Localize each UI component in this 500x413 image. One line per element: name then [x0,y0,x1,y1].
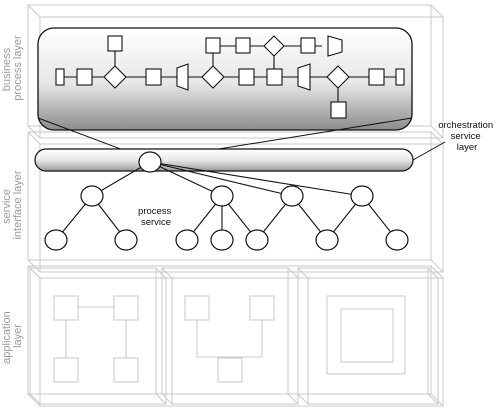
process-step-box [235,37,251,54]
process-io-trapezoid [297,63,311,91]
app-component-box [184,295,210,321]
application-box-2 [161,267,299,405]
application-layer-box [27,265,444,407]
orchestration-callout-line [412,141,446,161]
service-node [80,185,104,207]
app-component-box [249,295,275,321]
process-service-label: process service [138,206,174,228]
process-step-box [145,68,162,86]
process-decision-diamond [263,35,285,57]
process-step-box [107,35,123,52]
app-component-outer [326,295,406,375]
application-box-1-contents [53,295,139,383]
app-component-box [217,357,243,383]
process-io-trapezoid [327,35,343,57]
application-layer-label: application layer [1,308,24,364]
app-component-box [113,357,139,383]
service-node [44,229,68,251]
service-node [385,229,409,251]
process-step-box [205,37,221,54]
service-node [245,229,269,251]
layer-boxes [27,4,444,407]
process-step-box [368,68,385,86]
app-component-inner [340,308,394,363]
process-decision-diamond [326,65,350,89]
service-node [175,229,199,251]
process-step-box [300,37,316,54]
process-terminal-bar [395,68,405,86]
service-node [210,229,234,251]
app-component-box [53,357,79,383]
service-node [210,185,234,207]
process-terminal-bar [55,68,65,86]
annotations: process service orchestration service la… [138,120,496,228]
service-node [280,185,304,207]
process-step-box [266,68,283,86]
service-layer-label: service interface layer [1,170,24,239]
business-layer-label: business process layer [1,35,24,101]
app-component-box [53,295,79,321]
service-nodes [44,151,409,251]
process-service-node [138,151,162,173]
application-box-3-contents [326,295,406,375]
application-box-1 [29,267,167,405]
application-box-3 [297,267,439,405]
layer-labels: business process layer service interface… [1,35,24,364]
process-decision-diamond [103,65,127,89]
orchestration-service-layer-label: orchestration service layer [438,120,496,153]
service-node [350,185,374,207]
business-process-panel [37,27,413,131]
service-node [114,229,138,251]
process-step-box [238,68,255,86]
service-layer-box [27,131,444,273]
business-process-flow [55,35,405,119]
orchestration-service-layer [34,148,414,172]
process-step-box [330,101,347,119]
process-io-trapezoid [176,63,189,91]
process-step-box [76,68,93,86]
app-component-box [113,295,139,321]
application-box-2-contents [184,295,275,383]
service-node [315,229,339,251]
process-decision-diamond [201,65,225,89]
